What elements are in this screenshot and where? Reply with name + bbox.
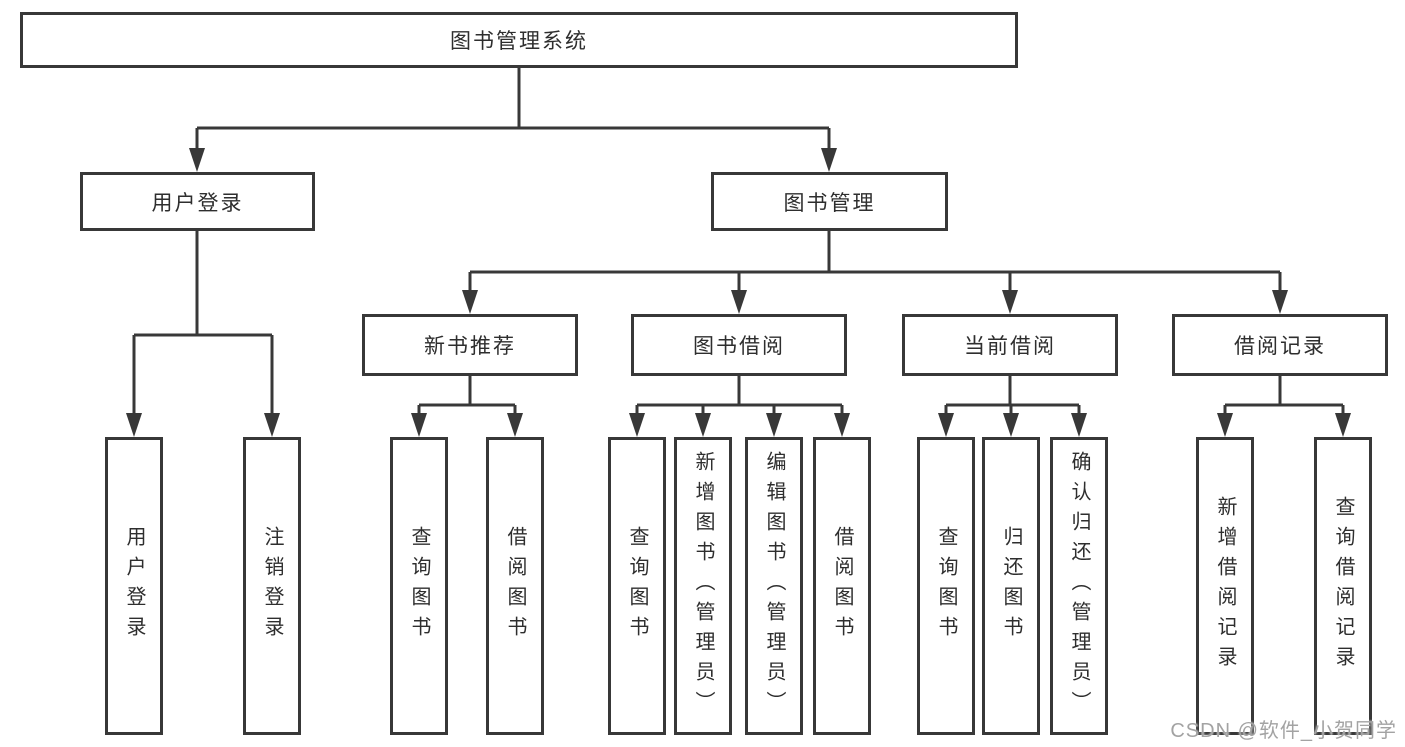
node-bb-query-book-label: 查询图书 [626,526,648,646]
node-new-book-recommend: 新书推荐 [362,314,578,376]
node-br-add-record-label: 新增借阅记录 [1214,496,1236,676]
node-user-login-leaf-label: 用户登录 [123,526,145,646]
node-current-borrowing-label: 当前借阅 [964,335,1056,358]
node-nb-borrow-book-label: 借阅图书 [504,526,526,646]
node-bb-query-book: 查询图书 [608,437,666,735]
node-cb-return-book-label: 归还图书 [1000,526,1022,646]
node-user-login-label: 用户登录 [151,191,244,215]
node-bb-borrow-book: 借阅图书 [813,437,871,735]
node-bb-edit-book-admin-label: 编辑图书（管理员） [763,451,785,721]
node-cb-query-book-label: 查询图书 [935,526,957,646]
node-book-management-label: 图书管理 [783,191,876,215]
node-new-book-recommend-label: 新书推荐 [424,335,516,358]
node-book-borrowing: 图书借阅 [631,314,847,376]
csdn-watermark: CSDN @软件_小贺同学 [1170,720,1397,742]
node-br-query-record: 查询借阅记录 [1314,437,1372,735]
node-book-borrowing-label: 图书借阅 [693,335,785,358]
node-logout: 注销登录 [243,437,301,735]
node-library-system: 图书管理系统 [20,12,1018,68]
node-nb-query-book-label: 查询图书 [408,526,430,646]
node-bb-add-book-admin-label: 新增图书（管理员） [692,451,714,721]
node-cb-query-book: 查询图书 [917,437,975,735]
node-user-login-leaf: 用户登录 [105,437,163,735]
node-br-query-record-label: 查询借阅记录 [1332,496,1354,676]
node-nb-borrow-book: 借阅图书 [486,437,544,735]
node-logout-label: 注销登录 [261,526,283,646]
node-user-login: 用户登录 [80,172,315,231]
node-bb-add-book-admin: 新增图书（管理员） [674,437,732,735]
node-cb-confirm-return-admin: 确认归还（管理员） [1050,437,1108,735]
node-cb-confirm-return-admin-label: 确认归还（管理员） [1068,451,1090,721]
node-bb-borrow-book-label: 借阅图书 [831,526,853,646]
node-current-borrowing: 当前借阅 [902,314,1118,376]
node-borrowing-records: 借阅记录 [1172,314,1388,376]
node-borrowing-records-label: 借阅记录 [1234,335,1326,358]
node-bb-edit-book-admin: 编辑图书（管理员） [745,437,803,735]
node-cb-return-book: 归还图书 [982,437,1040,735]
node-nb-query-book: 查询图书 [390,437,448,735]
node-library-system-label: 图书管理系统 [450,30,588,53]
node-book-management: 图书管理 [711,172,948,231]
node-br-add-record: 新增借阅记录 [1196,437,1254,735]
